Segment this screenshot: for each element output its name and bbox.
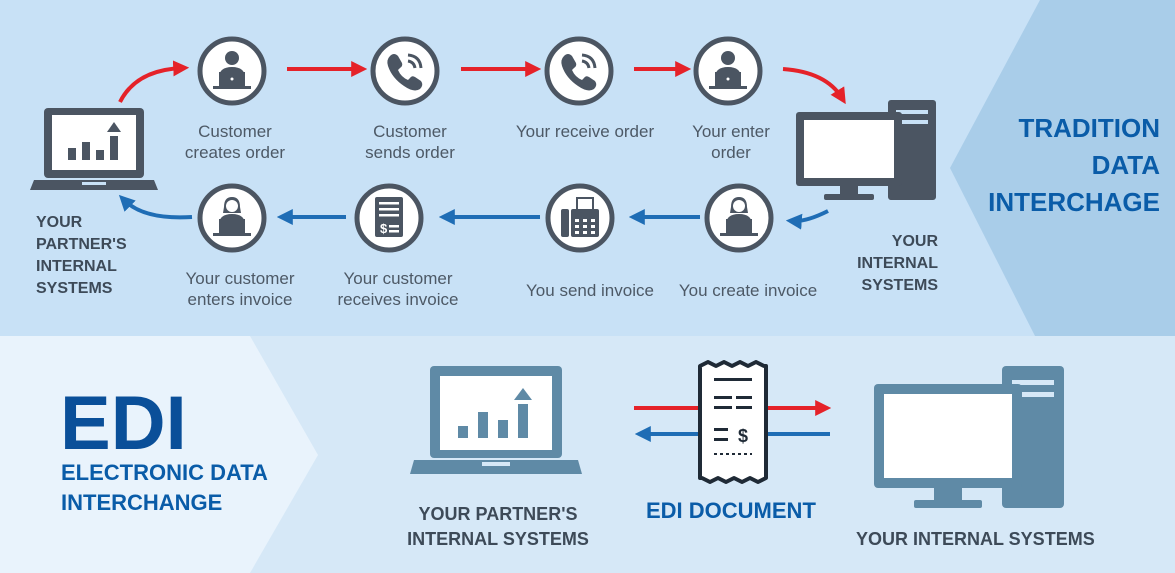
step-label-you-send-invoice: You send invoice — [526, 281, 654, 300]
arrow-partner-to-create — [118, 60, 190, 103]
arrow-enter-to-internal — [782, 67, 846, 105]
customer-laptop-icon — [197, 36, 267, 106]
edi-internal-caption: YOUR INTERNAL SYSTEMS — [856, 529, 1095, 549]
edi-document-caption: EDI DOCUMENT — [646, 498, 816, 523]
invoice-document-icon: $ — [354, 183, 424, 253]
customer-laptop-icon — [197, 183, 267, 253]
svg-text:$: $ — [380, 221, 388, 236]
step-label-your-customer-receives-invoice: Your customer receives invoice — [337, 269, 459, 309]
step-label-your-enter-order: Your enter order — [692, 122, 770, 162]
order-flow-arrows — [118, 60, 846, 105]
edi-partner-caption: YOUR PARTNER'S INTERNAL SYSTEMS — [407, 504, 589, 549]
partner-systems-caption: YOUR PARTNER'S INTERNAL SYSTEMS — [36, 214, 127, 297]
internal-systems-caption: YOUR INTERNAL SYSTEMS — [857, 233, 938, 294]
edi-title: EDI — [60, 381, 187, 466]
invoice-flow-arrows — [118, 194, 829, 230]
traditional-title: TRADITION DATA INTERCHAGE — [988, 113, 1160, 217]
traditional-title-chevron — [950, 0, 1175, 336]
edi-partner-laptop-icon — [410, 366, 582, 474]
arrow-internal-to-create — [785, 209, 829, 230]
internal-desktop-icon — [796, 100, 936, 200]
edi-subtitle: ELECTRONIC DATA INTERCHANGE — [61, 460, 268, 515]
step-label-customer-sends-order: Customer sends order — [365, 122, 455, 162]
edi-internal-desktop-icon — [874, 366, 1064, 508]
fax-icon — [545, 183, 615, 253]
flow-arrows — [118, 60, 846, 230]
customer-laptop-icon — [693, 36, 763, 106]
step-label-your-receive-order: Your receive order — [515, 122, 655, 141]
arrow-enters-to-partner — [118, 194, 193, 220]
step-label-your-customer-enters-invoice: Your customer enters invoice — [185, 269, 295, 309]
step-label-you-create-invoice: You create invoice — [678, 281, 818, 300]
svg-text:$: $ — [738, 426, 748, 446]
customer-laptop-icon — [704, 183, 774, 253]
step-label-customer-creates-order: Customer creates order — [184, 122, 286, 162]
phone-icon — [544, 36, 614, 106]
phone-icon — [370, 36, 440, 106]
partner-laptop-icon — [30, 108, 158, 190]
edi-document-icon: $ — [698, 360, 768, 484]
edi-title-chevron — [0, 336, 318, 573]
